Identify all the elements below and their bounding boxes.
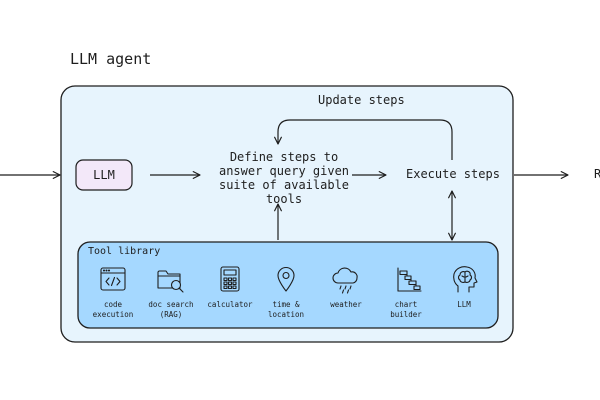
rain-cloud-icon: [332, 267, 358, 294]
map-pin-icon: [277, 267, 295, 292]
update-steps-loop-arrow: [274, 119, 453, 160]
calculator-icon: [220, 266, 240, 292]
tool-label-time-location: time & location: [267, 300, 305, 319]
folder-search-icon: [157, 270, 184, 293]
llm-box-label: LLM: [93, 168, 115, 182]
tool-label-code-execution: code execution: [92, 300, 134, 319]
execute-steps-label: Execute steps: [406, 167, 500, 181]
result-label: R: [594, 167, 600, 181]
tool-label-calculator: calculator: [207, 300, 253, 309]
tool-label-llm: LLM: [457, 300, 471, 309]
tool-label-doc-search: doc search (RAG): [148, 300, 194, 319]
update-steps-label: Update steps: [318, 93, 405, 107]
gantt-chart-icon: [397, 267, 422, 292]
tool-label-weather: weather: [330, 300, 362, 309]
llm-box: [75, 159, 133, 191]
tool-library-title: Tool library: [88, 246, 161, 257]
brain-head-icon: [453, 266, 478, 293]
tool-library-box: [77, 241, 499, 329]
code-window-icon: [100, 267, 126, 291]
agent-title: LLM agent: [70, 50, 152, 68]
tool-label-chart-builder: chart builder: [390, 300, 422, 319]
define-steps-label: Define steps to answer query given suite…: [218, 150, 350, 206]
